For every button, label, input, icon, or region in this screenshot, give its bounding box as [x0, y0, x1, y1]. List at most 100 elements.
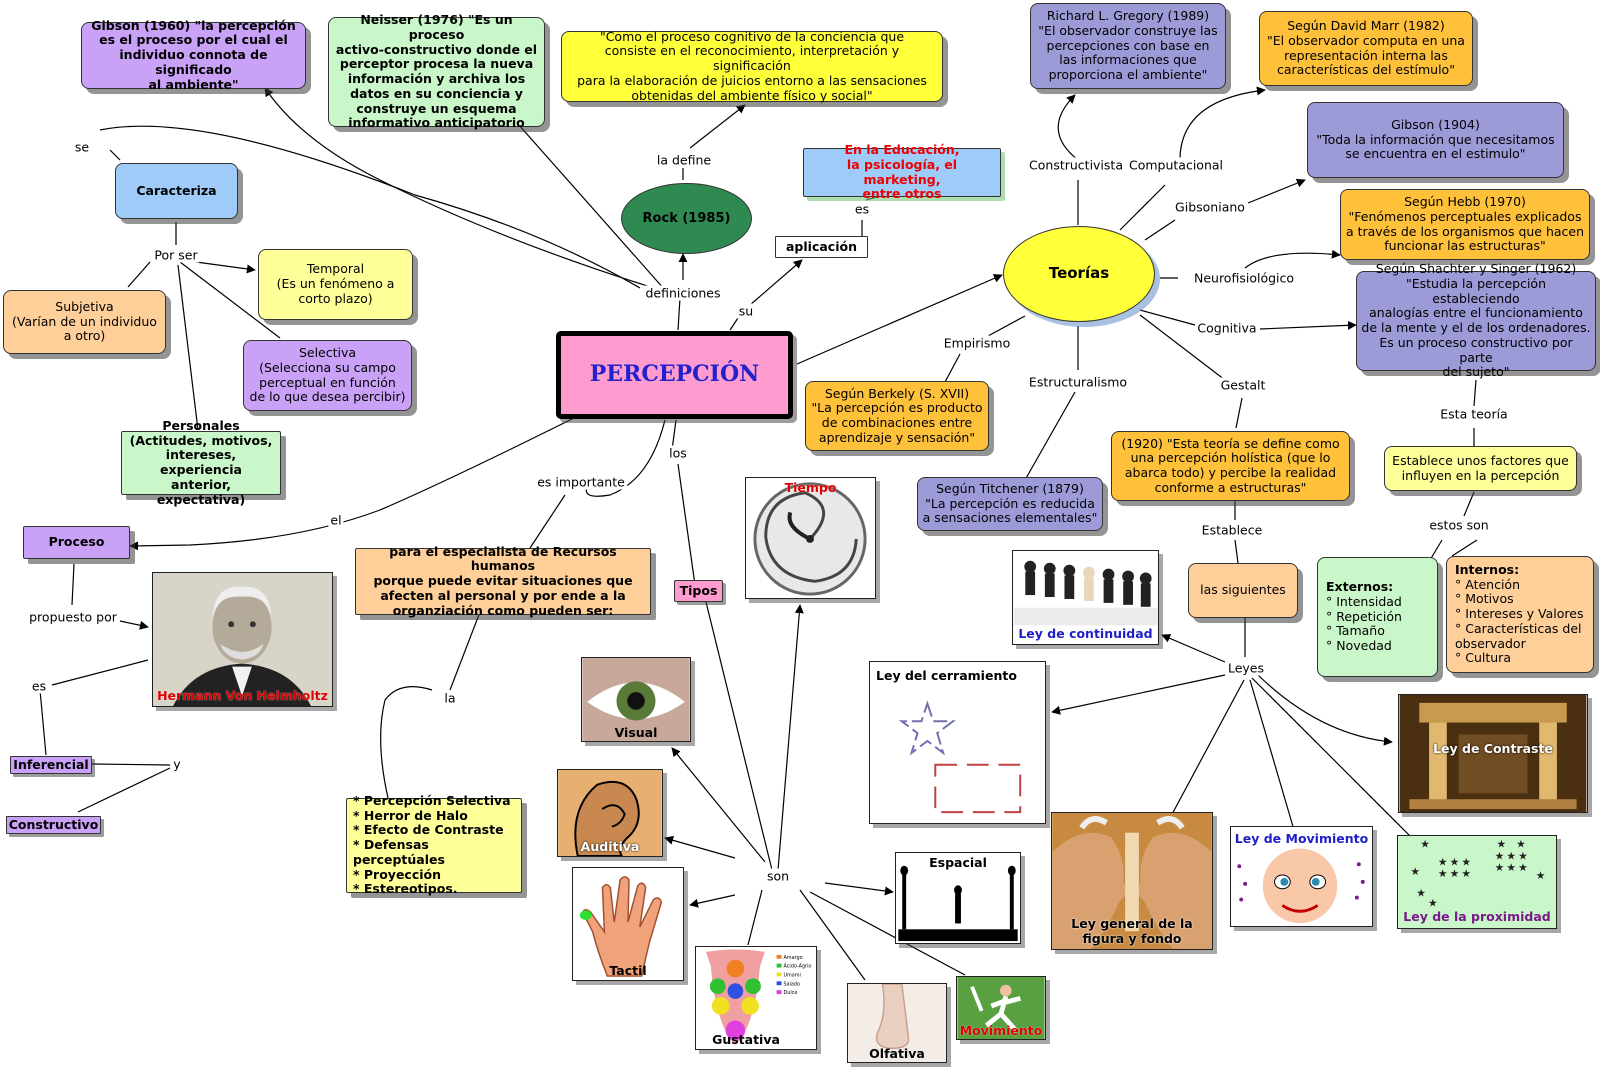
svg-text:★: ★	[1416, 887, 1426, 900]
link-son: son	[764, 868, 792, 884]
node-personales[interactable]: Personales (Actitudes, motivos, interese…	[121, 418, 281, 506]
tongue-icon: Amargo Ácido-Agrio Umami Salado Dulce	[696, 947, 816, 1049]
svg-text:★: ★	[1461, 855, 1471, 868]
node-inferencial[interactable]: Inferencial	[10, 756, 92, 774]
node-aplicacion[interactable]: aplicación	[775, 236, 868, 258]
node-neisser-1976[interactable]: Neisser (1976) "Es un proceso activo-con…	[328, 12, 545, 130]
star-icon	[870, 662, 1045, 823]
internos-item: ° Atención	[1455, 576, 1520, 592]
node-recursos-humanos[interactable]: para el especialista de Recursos humanos…	[355, 544, 651, 618]
link-es: es	[852, 201, 872, 217]
link-cognitiva: Cognitiva	[1195, 320, 1259, 336]
node-factores[interactable]: Establece unos factores que influyen en …	[1384, 446, 1577, 491]
hand-icon	[573, 868, 683, 980]
externos-item: ° Tamaño	[1326, 623, 1385, 639]
image-ley-continuidad[interactable]: Ley de continuidad	[1012, 550, 1159, 645]
svg-text:★: ★	[1450, 855, 1460, 868]
caption-movimiento: Movimiento	[959, 1023, 1043, 1038]
node-tipos[interactable]: Tipos	[674, 580, 723, 602]
link-la-define: la define	[654, 152, 714, 168]
node-factores-externos[interactable]: Externos: ° Intensidad ° Repetición ° Ta…	[1317, 557, 1438, 677]
caption-ley-proximidad: Ley de la proximidad	[1403, 909, 1551, 924]
svg-text:★: ★	[1497, 838, 1507, 851]
internos-item: ° Motivos	[1455, 591, 1514, 607]
caption-ley-cerramiento: Ley del cerramiento	[876, 668, 1017, 683]
node-selectiva[interactable]: Selectiva (Selecciona su campo perceptua…	[243, 340, 412, 411]
link-constructivista: Constructivista	[1027, 157, 1125, 173]
node-subjetiva[interactable]: Subjetiva (Varían de un individuo a otro…	[3, 290, 166, 354]
node-gibson-1960[interactable]: Gibson (1960) "la percepción es el proce…	[81, 18, 306, 92]
node-gibson-1904[interactable]: Gibson (1904) "Toda la información que n…	[1307, 102, 1564, 178]
stars-grid-icon: ★★★ ★★★★★★ ★★★★★★ ★★★★	[1398, 836, 1556, 928]
svg-text:★: ★	[1506, 849, 1516, 862]
image-espacial[interactable]: Espacial	[895, 852, 1021, 944]
externos-item: ° Novedad	[1326, 638, 1392, 654]
image-auditiva[interactable]: Auditiva	[557, 769, 663, 857]
caption-ley-continuidad: Ley de continuidad	[1018, 626, 1153, 641]
node-gregory-1989[interactable]: Richard L. Gregory (1989) "El observador…	[1030, 3, 1226, 89]
svg-text:★: ★	[1495, 861, 1505, 874]
node-gestalt-1920[interactable]: (1920) "Esta teoría se define como una p…	[1111, 431, 1350, 501]
image-movimiento[interactable]: Movimiento	[956, 976, 1046, 1040]
node-definicion-rock[interactable]: "Como el proceso cognitivo de la concien…	[561, 29, 943, 103]
node-berkely[interactable]: Según Berkely (S. XVII) "La percepción e…	[805, 381, 989, 451]
node-temporal[interactable]: Temporal (Es un fenómeno a corto plazo)	[258, 249, 413, 320]
internos-item: ° Intereses y Valores	[1455, 606, 1584, 622]
svg-text:★: ★	[1518, 849, 1528, 862]
caption-tiempo: Tiempo	[784, 480, 837, 495]
caption-auditiva: Auditiva	[580, 839, 640, 854]
node-schachter-singer[interactable]: Según Shachter y Singer (1962) "Estudia …	[1356, 261, 1596, 379]
node-las-siguientes[interactable]: las siguientes	[1188, 563, 1298, 618]
node-titchener[interactable]: Según Titchener (1879) "La percepción es…	[917, 477, 1103, 531]
caption-visual: Visual	[614, 725, 658, 740]
node-teorias[interactable]: Teorías	[1003, 226, 1155, 322]
externos-item: ° Intensidad	[1326, 593, 1402, 609]
internos-item: ° Características del observador	[1455, 620, 1582, 651]
svg-text:★: ★	[1420, 838, 1430, 851]
image-gustativa[interactable]: Amargo Ácido-Agrio Umami Salado Dulce Gu…	[695, 946, 817, 1050]
node-errores-perceptuales[interactable]: * Percepción Selectiva * Herror de Halo …	[346, 793, 522, 896]
image-ley-contraste[interactable]: Ley de Contraste	[1398, 694, 1588, 813]
link-definiciones: definiciones	[643, 285, 723, 301]
runner-icon	[957, 977, 1045, 1039]
image-ley-movimiento[interactable]: Ley de Movimiento	[1230, 826, 1373, 927]
image-ley-proximidad[interactable]: ★★★ ★★★★★★ ★★★★★★ ★★★★ Ley de la proximi…	[1397, 835, 1557, 929]
node-marr-1982[interactable]: Según David Marr (1982) "El observador c…	[1259, 11, 1473, 86]
link-es-2: es	[29, 678, 49, 694]
node-hebb-1970[interactable]: Según Hebb (1970) "Fenómenos perceptuale…	[1340, 189, 1590, 260]
node-proceso[interactable]: Proceso	[23, 526, 130, 559]
link-el: el	[328, 512, 344, 528]
node-caracteriza[interactable]: Caracteriza	[115, 163, 238, 219]
caption-olfativa: Olfativa	[869, 1046, 925, 1061]
faces-illusion-icon	[1052, 813, 1212, 949]
perspective-icon	[896, 853, 1020, 943]
externos-title: Externos:	[1326, 579, 1394, 595]
link-leyes: Leyes	[1225, 660, 1267, 676]
link-neurofisiologico: Neurofisiológico	[1191, 270, 1297, 286]
central-node-percepcion[interactable]: PERCEPCIÓN	[556, 331, 793, 419]
image-visual[interactable]: Visual	[581, 657, 691, 742]
node-educacion[interactable]: En la Educación, la psicología, el marke…	[803, 142, 1001, 201]
caption-tactil: Tactil	[609, 963, 647, 978]
link-la: la	[442, 690, 458, 706]
image-ley-cerramiento[interactable]: Ley del cerramiento	[869, 661, 1046, 824]
image-tiempo[interactable]: Tiempo	[745, 477, 876, 599]
temple-icon	[1399, 695, 1587, 812]
caption-ley-figura-fondo: Ley general de la figura y fondo	[1071, 916, 1193, 946]
chess-pawns-icon	[1013, 551, 1158, 644]
node-constructivo[interactable]: Constructivo	[6, 816, 101, 834]
image-helmholtz-portrait[interactable]: Hermann Von Helmholtz	[152, 572, 333, 707]
image-ley-figura-fondo[interactable]: Ley general de la figura y fondo	[1051, 812, 1213, 950]
link-establece: Establece	[1199, 522, 1265, 538]
image-olfativa[interactable]: Olfativa	[847, 983, 947, 1063]
link-estructuralismo: Estructuralismo	[1026, 374, 1130, 390]
node-rock-1985[interactable]: Rock (1985)	[621, 183, 752, 254]
node-factores-internos[interactable]: Internos: ° Atención ° Motivos ° Interes…	[1446, 556, 1594, 673]
link-estos-son: estos son	[1427, 517, 1491, 533]
link-es-importante: es importante	[535, 474, 627, 490]
link-esta-teoria: Esta teoría	[1438, 406, 1510, 422]
caption-ley-movimiento: Ley de Movimiento	[1234, 831, 1369, 846]
image-tactil[interactable]: Tactil	[572, 867, 684, 981]
